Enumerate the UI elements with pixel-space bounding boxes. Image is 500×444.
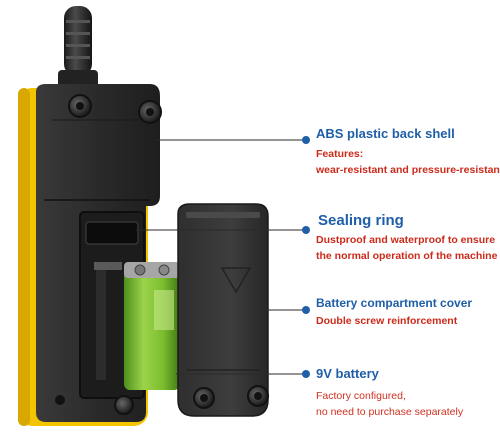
callout-line: Factory configured, [316,390,406,402]
callout-line: Double screw reinforcement [316,315,458,327]
leader-line [136,139,306,375]
callout-title: 9V battery [316,366,379,381]
dot-icon [302,136,310,144]
sealing-ring [85,221,139,245]
battery-cover [177,203,269,417]
screw-icon [193,387,215,409]
dot-icon [302,306,310,314]
callout-title: ABS plastic back shell [316,126,455,141]
callout-line: the normal operation of the machine [316,250,498,262]
screw-icon [68,94,92,118]
callout-line: Features: [316,148,364,160]
dot-icon [302,226,310,234]
callout-line: wear-resistant and pressure-resistant [316,164,500,176]
callout-line: no need to purchase separately [316,406,464,418]
screw-icon [138,100,162,124]
callout-line: Dustproof and waterproof to ensure [316,234,496,246]
triangle-arrow-icon [220,267,252,294]
callout-title: Sealing ring [318,212,404,229]
dot-icon [302,370,310,378]
screw-icon [247,385,269,407]
battery-9v [124,262,180,390]
callout-title: Battery compartment cover [316,296,473,310]
antenna [58,6,98,88]
